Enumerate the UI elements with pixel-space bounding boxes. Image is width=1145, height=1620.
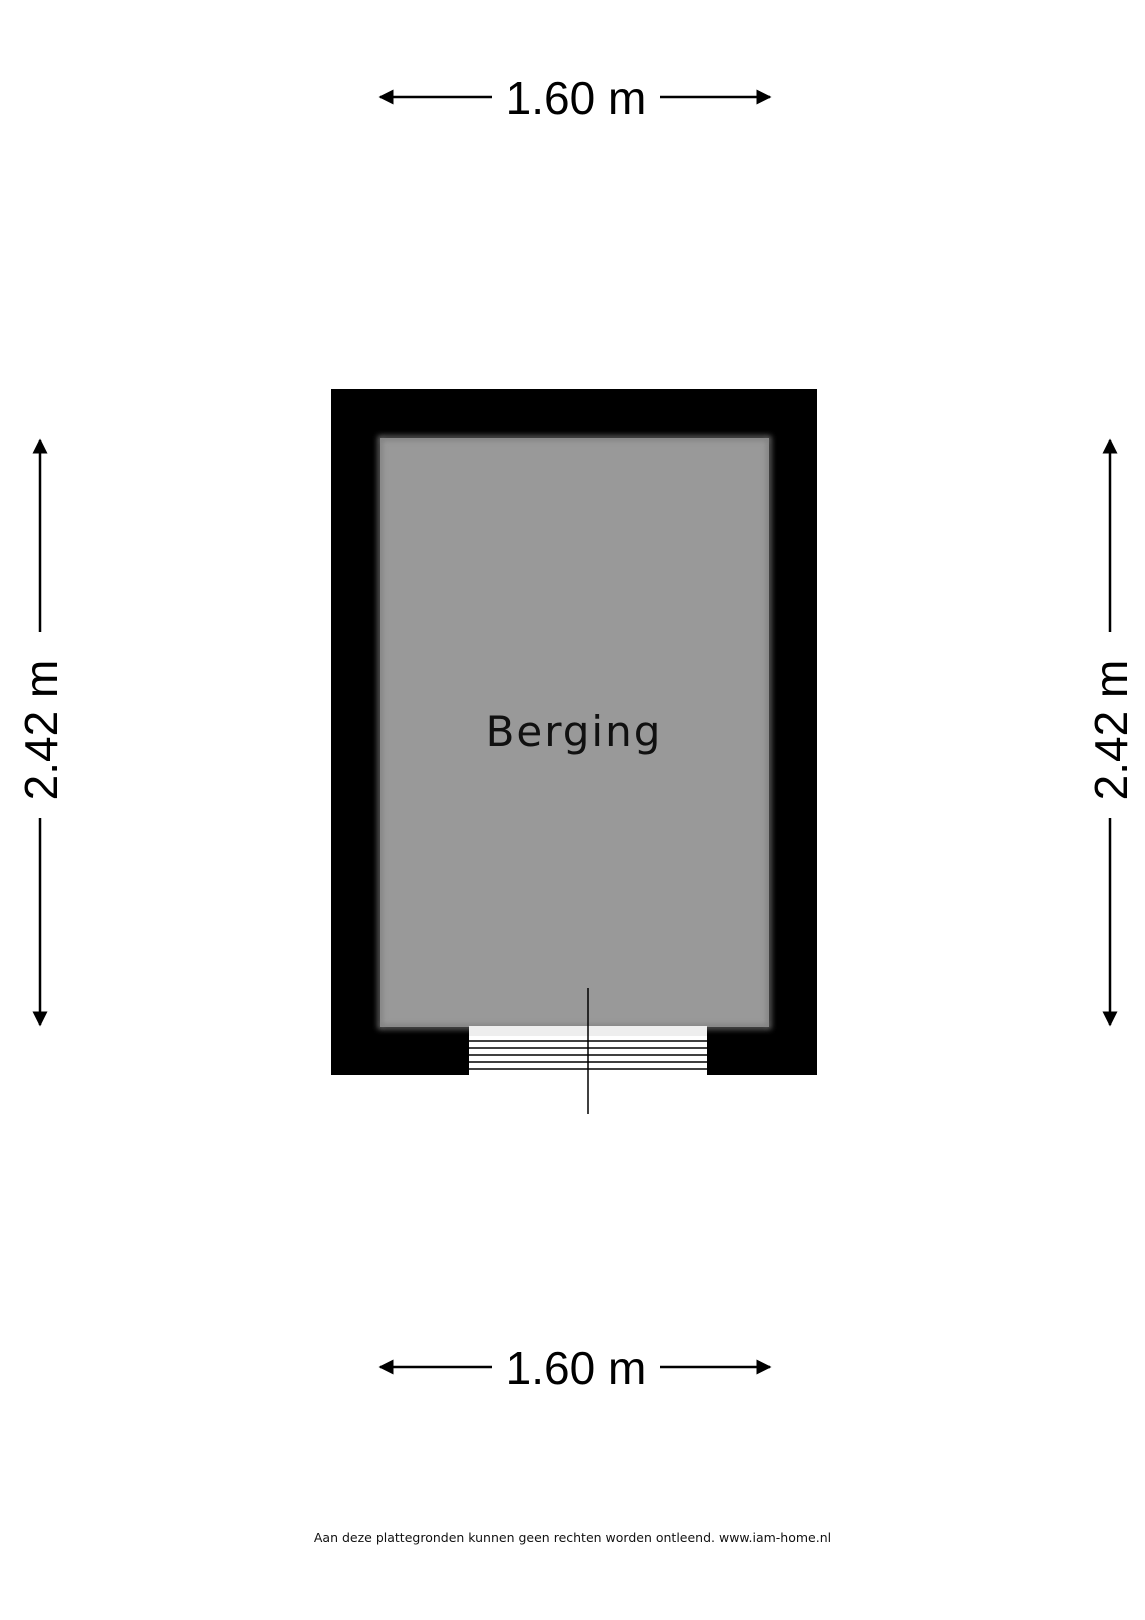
room-berging: Berging: [331, 389, 817, 1114]
dimension-bottom-label: 1.60 m: [506, 1342, 647, 1394]
dimension-bottom: 1.60 m: [378, 1342, 772, 1394]
dimension-right-label: 2.42 m: [1085, 660, 1137, 801]
room-label: Berging: [486, 707, 663, 756]
dimension-left: 2.42 m: [15, 438, 67, 1027]
dimension-top: 1.60 m: [378, 72, 772, 124]
dimension-left-label: 2.42 m: [15, 660, 67, 801]
dimension-top-label: 1.60 m: [506, 72, 647, 124]
disclaimer-text: Aan deze plattegronden kunnen geen recht…: [313, 1530, 832, 1545]
dimension-right: 2.42 m: [1085, 438, 1137, 1027]
room-floor: [380, 438, 769, 1027]
door-opening: [469, 988, 707, 1114]
